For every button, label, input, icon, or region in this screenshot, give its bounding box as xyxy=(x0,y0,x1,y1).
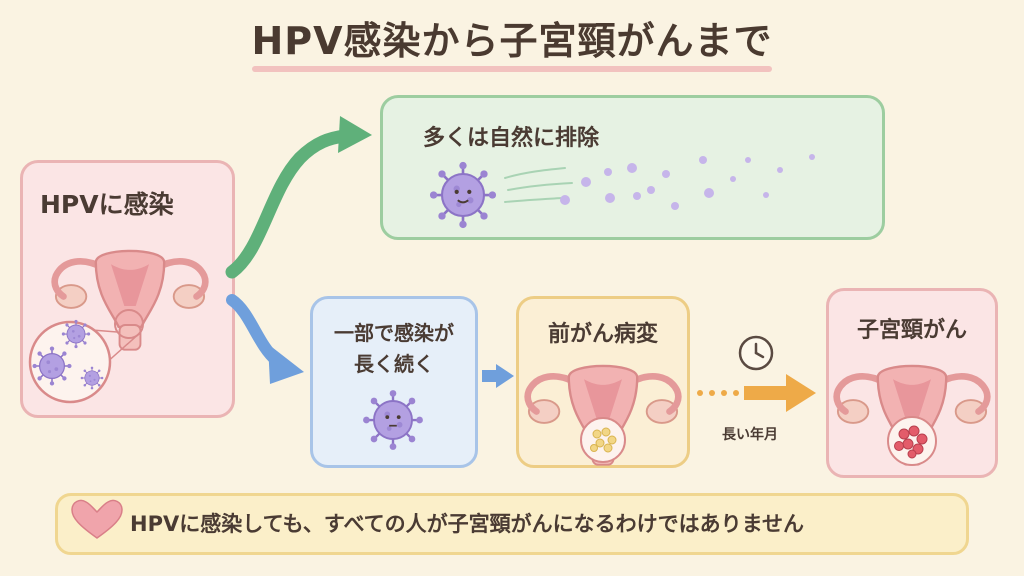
precancer-label: 前がん病変 xyxy=(547,322,658,347)
cervical-cancer-box xyxy=(826,288,998,478)
dispersing-particles xyxy=(560,154,815,210)
long-years-arrow-head xyxy=(786,374,816,412)
cervical-cancer-label: 子宮頸がん xyxy=(856,318,967,343)
title-underline xyxy=(252,66,772,72)
precancer-arrow-head xyxy=(496,364,514,388)
virus-icon xyxy=(361,388,425,452)
virus-icon xyxy=(61,319,91,349)
long-years-label: 長い年月 xyxy=(722,427,778,443)
persistent-infection-label-line1: 一部で感染が xyxy=(334,321,454,345)
clearance-arrow xyxy=(225,129,351,279)
virus-icon xyxy=(31,345,73,387)
heart-icon xyxy=(71,499,123,539)
long-years-dotted-line xyxy=(697,390,739,396)
page-title: HPV感染から子宮頸がんまで xyxy=(251,19,773,63)
persistent-arrow-head xyxy=(268,344,304,384)
virus-icon xyxy=(80,366,104,390)
motion-lines xyxy=(504,167,573,203)
virus-icon xyxy=(428,160,498,230)
clearance-label: 多くは自然に排除 xyxy=(423,126,600,151)
infection-label: HPVに感染 xyxy=(40,190,174,219)
cancer-cells xyxy=(894,425,928,459)
footer-note-box xyxy=(55,493,969,555)
persistent-infection-label-line2: 長く続く xyxy=(354,352,434,376)
clock-icon xyxy=(738,335,774,371)
precancer-cells xyxy=(590,427,617,453)
clearance-arrow-head xyxy=(338,116,372,153)
footer-note-text: HPVに感染しても、すべての人が子宮頸がんになるわけではありません xyxy=(130,512,804,536)
persistent-infection-label: 一部で感染が 長く続く xyxy=(310,318,478,380)
